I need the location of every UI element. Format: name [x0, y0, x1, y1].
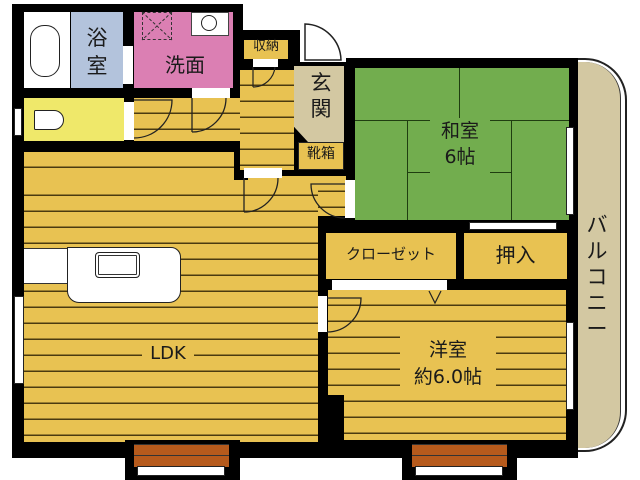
door-swing-icon	[310, 183, 346, 219]
toilet-icon	[34, 110, 64, 130]
toilet-window[interactable]	[14, 108, 22, 136]
floor-drain-cross-icon	[141, 11, 173, 41]
closet-label: クローゼット	[345, 245, 436, 263]
japanese-room-window[interactable]	[566, 127, 574, 215]
japanese-label-bg	[430, 118, 490, 174]
balcony-label: バ ル コ ニ ー	[586, 213, 608, 341]
oshiire-label: 押入	[495, 243, 536, 267]
entrance-label: 玄 関	[310, 71, 332, 121]
room-shoe-box	[298, 142, 344, 170]
floor-drain-icon	[142, 12, 172, 40]
ldk-window-west[interactable]	[14, 296, 24, 384]
door-swing-icon	[243, 177, 279, 213]
washroom-door-opening[interactable]	[192, 88, 230, 98]
bath-label: 浴 室	[86, 26, 108, 78]
balcony	[575, 62, 621, 448]
room-storage	[244, 40, 288, 59]
room-closet	[326, 233, 456, 279]
ldk-label: LDK	[150, 343, 186, 364]
toilet-door[interactable]	[124, 102, 134, 140]
room-ldk	[24, 180, 318, 442]
japanese-room-door[interactable]	[345, 180, 355, 218]
washroom-label: 洗面	[165, 53, 205, 77]
wall-pillar	[326, 395, 344, 445]
closet-marker-icon	[428, 290, 442, 305]
door-swing-icon	[326, 297, 362, 333]
ldk-label-bg	[142, 342, 194, 368]
western-bay-window-glass[interactable]	[415, 466, 503, 476]
oshiire-sliding-door[interactable]	[469, 222, 557, 230]
bathtub-icon	[30, 25, 60, 77]
door-swing-icon	[191, 97, 227, 133]
door-swing-icon	[133, 99, 173, 139]
western-room-door[interactable]	[318, 296, 327, 332]
western-room-label: 洋室 約6.0帖	[413, 339, 483, 388]
room-oshiire	[464, 233, 567, 279]
western-label-bg	[400, 336, 496, 394]
storage-label: 収納	[252, 39, 279, 54]
ldk-door-opening[interactable]	[244, 168, 282, 178]
room-entrance	[294, 66, 344, 142]
room-ldk-upper	[234, 180, 318, 220]
western-bay-window	[412, 444, 507, 467]
closet-door[interactable]	[332, 280, 447, 290]
kitchen-counter	[24, 248, 68, 284]
tatami-seam	[459, 68, 460, 120]
door-swing-icon	[252, 66, 276, 88]
ldk-bay-window	[134, 444, 229, 467]
wash-basin-bowl-icon	[201, 15, 217, 31]
storage-door-opening[interactable]	[253, 59, 278, 67]
japanese-room-label: 和室 6帖	[440, 120, 479, 168]
entrance-door-swing-icon[interactable]	[303, 22, 345, 62]
western-room-window[interactable]	[566, 322, 574, 410]
shoe-box-label: 靴箱	[307, 146, 335, 162]
kitchen-sink-icon	[95, 252, 140, 278]
ldk-bay-window-glass[interactable]	[137, 466, 225, 476]
room-bath	[71, 12, 123, 88]
bath-door[interactable]	[123, 46, 133, 84]
tatami-seam	[511, 120, 512, 220]
hallway	[240, 70, 294, 170]
tatami-seam	[407, 120, 408, 220]
